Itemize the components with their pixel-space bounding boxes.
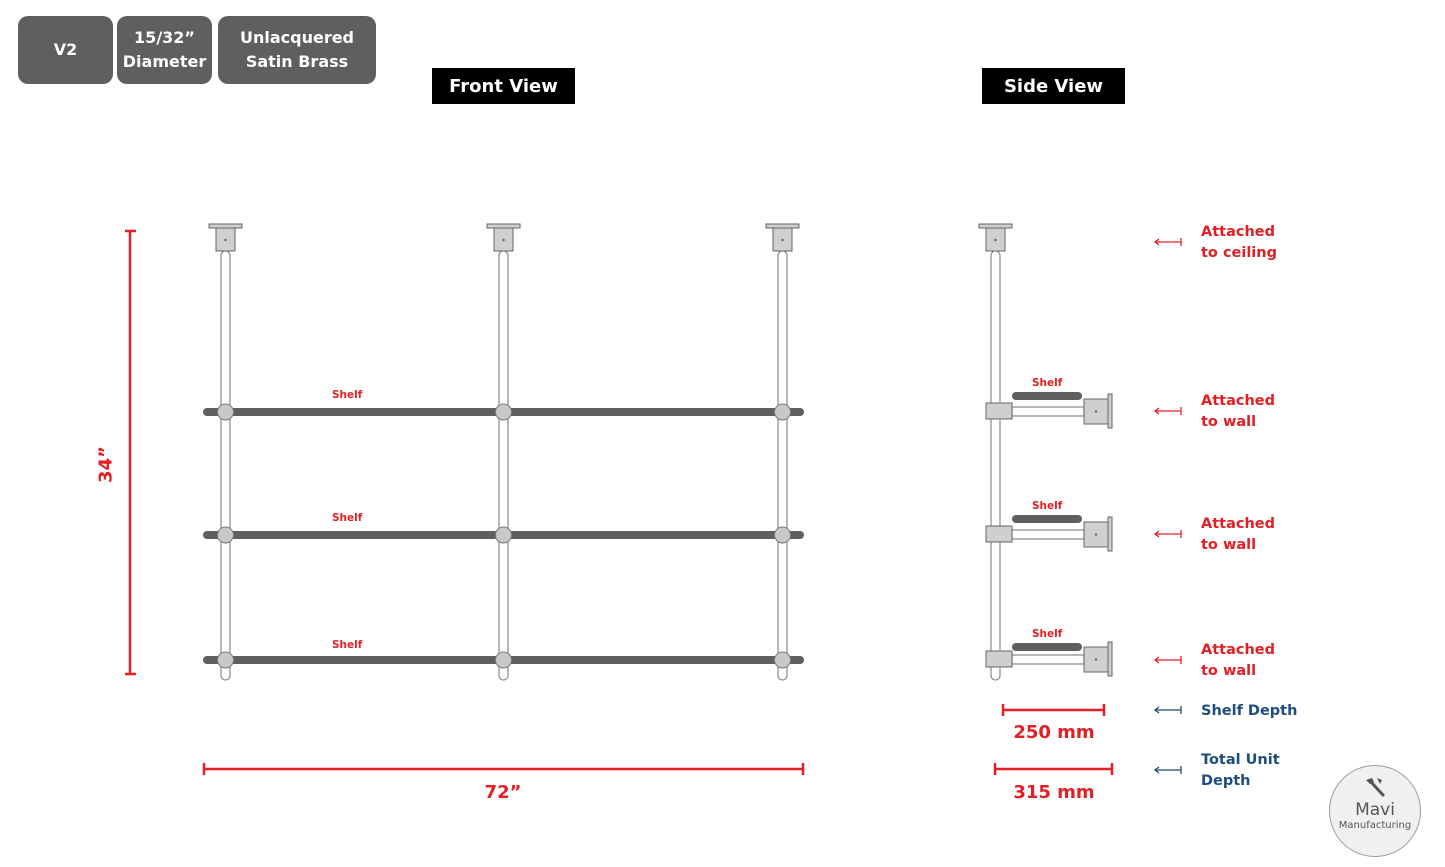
side-pipe bbox=[978, 223, 1013, 681]
front-shelf-label-1: Shelf bbox=[332, 389, 363, 401]
front-view-drawing bbox=[125, 223, 805, 775]
height-dimension-line bbox=[125, 229, 136, 676]
side-wall-bracket-1 bbox=[985, 392, 1113, 429]
mavi-logo: Mavi Manufacturing bbox=[1329, 765, 1421, 857]
side-wall-bracket-2 bbox=[985, 515, 1113, 552]
note-shelf-depth: Shelf Depth bbox=[1201, 703, 1298, 719]
side-wall-bracket-3 bbox=[985, 641, 1113, 677]
logo-subtitle: Manufacturing bbox=[1338, 820, 1412, 831]
side-shelf-label-2: Shelf bbox=[1032, 500, 1063, 512]
side-view-drawing bbox=[978, 223, 1114, 775]
shelf-depth-dimension-line bbox=[1001, 704, 1106, 716]
logo-name: Mavi bbox=[1355, 800, 1395, 820]
total-depth-dimension-line bbox=[993, 763, 1114, 775]
pipe-wrench-icon bbox=[1366, 778, 1385, 797]
height-label: 34” bbox=[95, 446, 117, 483]
side-shelf-label-3: Shelf bbox=[1032, 628, 1063, 640]
total-depth-value: 315 mm bbox=[1013, 782, 1095, 803]
side-view-title: Side View bbox=[982, 68, 1125, 104]
front-pipe-left bbox=[208, 223, 243, 681]
side-shelf-label-1: Shelf bbox=[1032, 377, 1063, 389]
front-view-title: Front View bbox=[432, 68, 575, 104]
front-joints bbox=[217, 403, 791, 669]
annotation-arrows bbox=[1153, 238, 1182, 774]
shelf-depth-value: 250 mm bbox=[1013, 722, 1095, 743]
front-pipe-right bbox=[765, 223, 800, 681]
width-dimension-line bbox=[202, 763, 805, 775]
diameter-badge: 15/32”Diameter bbox=[117, 16, 212, 84]
front-shelf-label-3: Shelf bbox=[332, 639, 363, 651]
width-label: 72” bbox=[484, 782, 522, 803]
front-pipe-middle bbox=[486, 223, 521, 681]
version-badge: V2 bbox=[18, 16, 113, 84]
front-shelf-label-2: Shelf bbox=[332, 512, 363, 524]
